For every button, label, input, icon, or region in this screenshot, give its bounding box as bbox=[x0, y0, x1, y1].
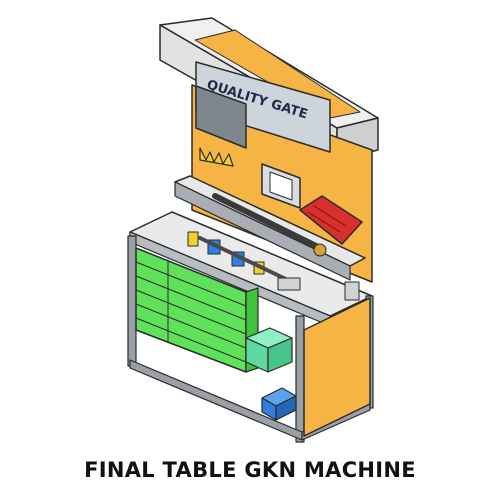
shaft-gear bbox=[313, 243, 327, 257]
wrench-holder-icon bbox=[199, 147, 234, 167]
upper-shelf bbox=[174, 175, 366, 281]
blue-bin bbox=[261, 387, 297, 421]
red-tray bbox=[299, 195, 363, 245]
leg-front-left bbox=[127, 235, 137, 367]
monitor-screen bbox=[195, 85, 247, 149]
document-holder bbox=[261, 163, 301, 209]
green-bin bbox=[245, 327, 293, 373]
side-panel bbox=[303, 297, 371, 437]
table-fixtures bbox=[159, 231, 360, 305]
shaft bbox=[212, 193, 323, 251]
caption-title: FINAL TABLE GKN MACHINE bbox=[84, 458, 416, 482]
workstation-illustration: QUALITY GATE bbox=[127, 17, 379, 443]
leg-front-right bbox=[295, 315, 305, 443]
